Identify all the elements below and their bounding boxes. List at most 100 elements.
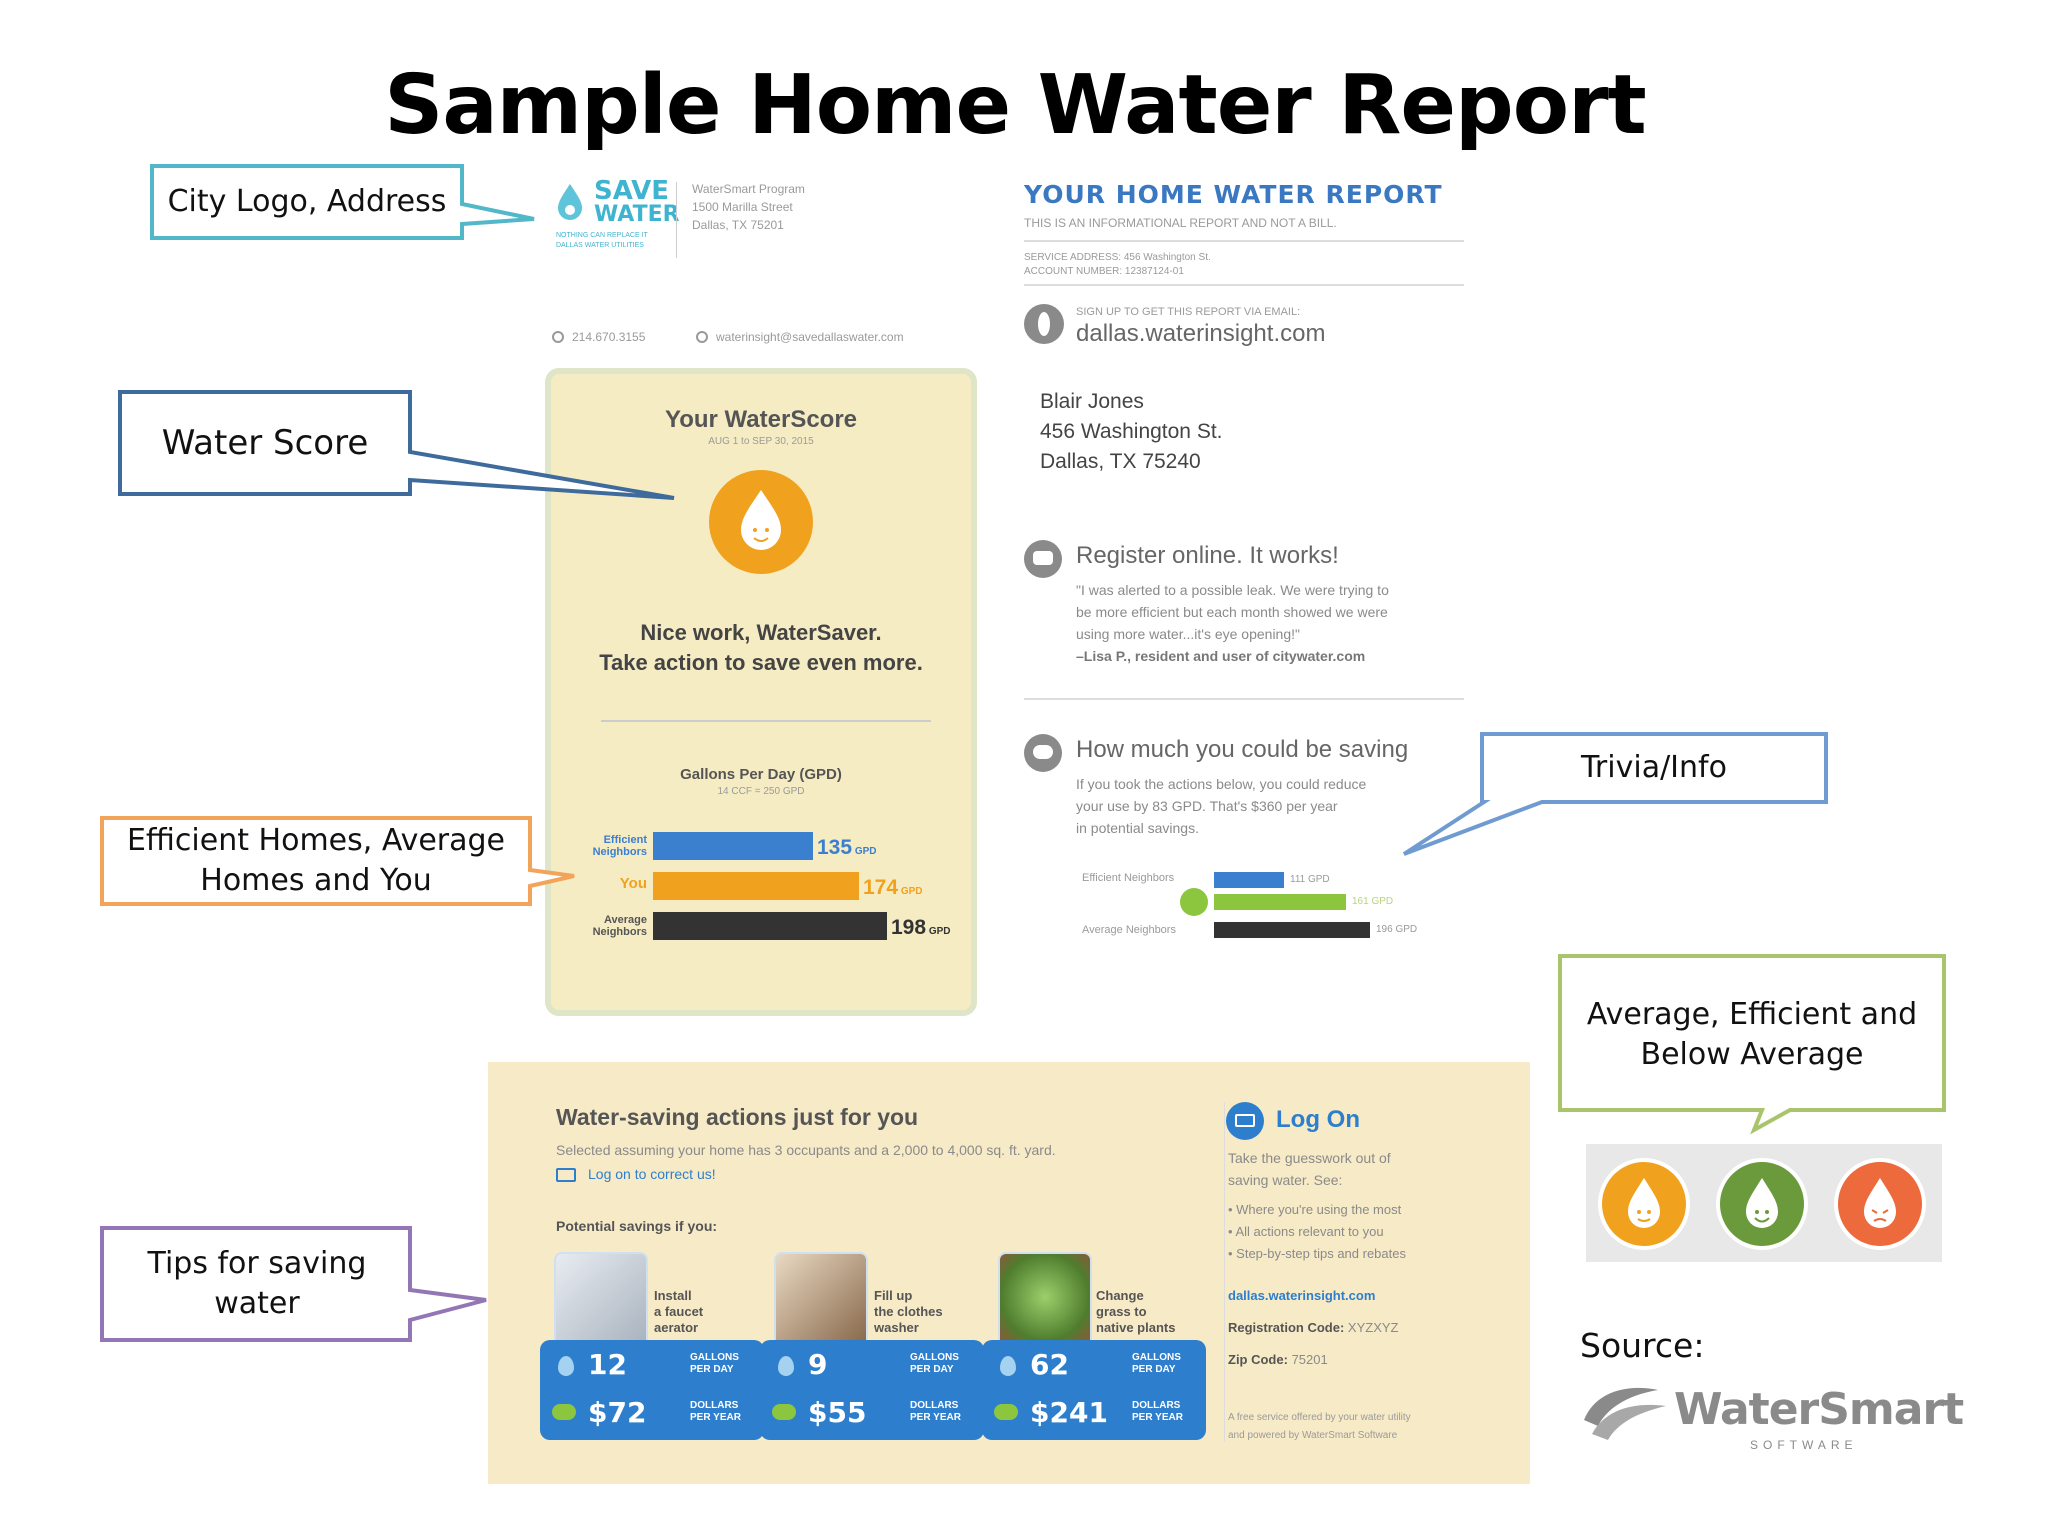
logon-footer: and powered by WaterSmart Software (1228, 1430, 1398, 1441)
report-header: SAVE WATER NOTHING CAN REPLACE IT DALLAS… (552, 176, 972, 286)
divider (1024, 284, 1464, 286)
mini-chart-label: Average Neighbors (1082, 924, 1176, 936)
chart-category-label: Efficient Neighbors (592, 834, 647, 858)
program-city: Dallas, TX 75201 (692, 218, 784, 232)
logon-bullet: • Step-by-step tips and rebates (1228, 1246, 1406, 1261)
divider (1024, 698, 1464, 700)
logo-line2: WATER (594, 202, 680, 227)
email-icon (696, 331, 708, 343)
quote-line: "I was alerted to a possible leak. We we… (1076, 582, 1389, 598)
callout-tips: Tips for saving water (147, 1246, 367, 1321)
quote-line: be more efficient but each month showed … (1076, 604, 1388, 620)
program-name: WaterSmart Program (692, 182, 805, 196)
dollars-value: $55 (808, 1396, 867, 1429)
email-address: waterinsight@savedallaswater.com (716, 330, 904, 344)
piggy-bank-icon (552, 1404, 576, 1420)
brand-name: WaterSmart (1674, 1384, 1964, 1435)
logon-bullet: • Where you're using the most (1228, 1202, 1402, 1217)
waterscore-message: Take action to save even more. (599, 650, 923, 675)
quote-attribution: –Lisa P., resident and user of citywater… (1076, 648, 1366, 664)
callout-ratings: Average, Efficient and Below Average (1586, 997, 1918, 1072)
saving-heading: How much you could be saving (1076, 736, 1409, 763)
waterscore-title: Your WaterScore (664, 406, 858, 433)
laptop-icon (1226, 1102, 1264, 1140)
water-drop-icon (778, 1356, 794, 1376)
chart-bar (653, 832, 813, 860)
chart-bar (653, 912, 887, 940)
brand-tagline: SOFTWARE (1750, 1438, 1858, 1452)
save-water-logo-icon (558, 184, 582, 220)
rating-icons-box (1586, 1144, 1942, 1262)
signup-url[interactable]: dallas.waterinsight.com (1076, 320, 1326, 347)
actions-selected: Selected assuming your home has 3 occupa… (556, 1142, 1056, 1158)
logon-bullet: • All actions relevant to you (1228, 1224, 1384, 1239)
waterscore-badge-icon (709, 470, 813, 574)
plants-photo (998, 1252, 1092, 1342)
waterscore-period: AUG 1 to SEP 30, 2015 (708, 436, 814, 447)
saving-line: If you took the actions below, you could… (1076, 776, 1367, 792)
mini-chart-bar-saver (1214, 894, 1346, 910)
mini-chart-bar-average (1214, 922, 1370, 938)
below-average-rating-icon (1834, 1158, 1926, 1250)
actions-panel: Water-saving actions just for you Select… (488, 1062, 1530, 1484)
waterscore-card: Your WaterScore AUG 1 to SEP 30, 2015 Ni… (545, 368, 977, 1016)
laptop-icon (556, 1168, 576, 1182)
water-drop-icon (1000, 1356, 1016, 1376)
faucet-photo (554, 1252, 648, 1342)
slide-title: Sample Home Water Report (384, 58, 1646, 153)
potential-label: Potential savings if you: (556, 1218, 718, 1234)
correct-us-link[interactable]: Log on to correct us! (588, 1166, 716, 1182)
register-heading[interactable]: Register online. It works! (1076, 542, 1339, 569)
chart-bar (653, 872, 859, 900)
washer-photo (774, 1252, 868, 1342)
chart-category-label: Average Neighbors (592, 914, 647, 938)
chart-note: 14 CCF = 250 GPD (717, 786, 805, 797)
report-subtitle: THIS IS AN INFORMATIONAL REPORT AND NOT … (1024, 216, 1337, 230)
logo-line1: SAVE (594, 176, 669, 206)
divider (601, 720, 931, 722)
watersmart-swoosh-icon (1584, 1387, 1666, 1440)
logo-sub2: DALLAS WATER UTILITIES (556, 242, 644, 249)
quote-line: using more water...it's eye opening!" (1076, 626, 1300, 642)
customer-city: Dallas, TX 75240 (1040, 450, 1201, 473)
piggy-bank-icon (1024, 734, 1062, 772)
gallons-value: 62 (1030, 1348, 1069, 1381)
divider (1024, 240, 1464, 242)
program-street: 1500 Marilla Street (692, 200, 793, 214)
logon-heading[interactable]: Log On (1276, 1106, 1360, 1133)
source-label: Source: (1580, 1326, 1705, 1365)
chat-icon (1024, 540, 1062, 578)
service-address: SERVICE ADDRESS: 456 Washington St. (1024, 252, 1211, 263)
zip-code: Zip Code: 75201 (1228, 1352, 1328, 1367)
saving-line: in potential savings. (1076, 820, 1199, 836)
contact-row: 214.670.3155 waterinsight@savedallaswate… (552, 330, 972, 350)
logo-sub1: NOTHING CAN REPLACE IT (556, 232, 648, 239)
dollars-value: $72 (588, 1396, 647, 1429)
chart-value-label: 174 GPD (863, 876, 923, 899)
saving-line: your use by 83 GPD. That's $360 per year (1076, 798, 1338, 814)
logon-intro: saving water. See: (1228, 1172, 1343, 1188)
logon-url[interactable]: dallas.waterinsight.com (1228, 1288, 1376, 1303)
chart-category-label: You (619, 875, 647, 892)
customer-name: Blair Jones (1040, 390, 1144, 413)
mini-chart-value: 111 GPD (1290, 874, 1330, 885)
callout-trivia: Trivia/Info (1581, 750, 1727, 785)
logon-footer: A free service offered by your water uti… (1228, 1412, 1411, 1423)
mini-chart-value: 161 GPD (1352, 896, 1394, 907)
logon-intro: Take the guesswork out of (1228, 1150, 1391, 1166)
customer-street: 456 Washington St. (1040, 420, 1223, 443)
